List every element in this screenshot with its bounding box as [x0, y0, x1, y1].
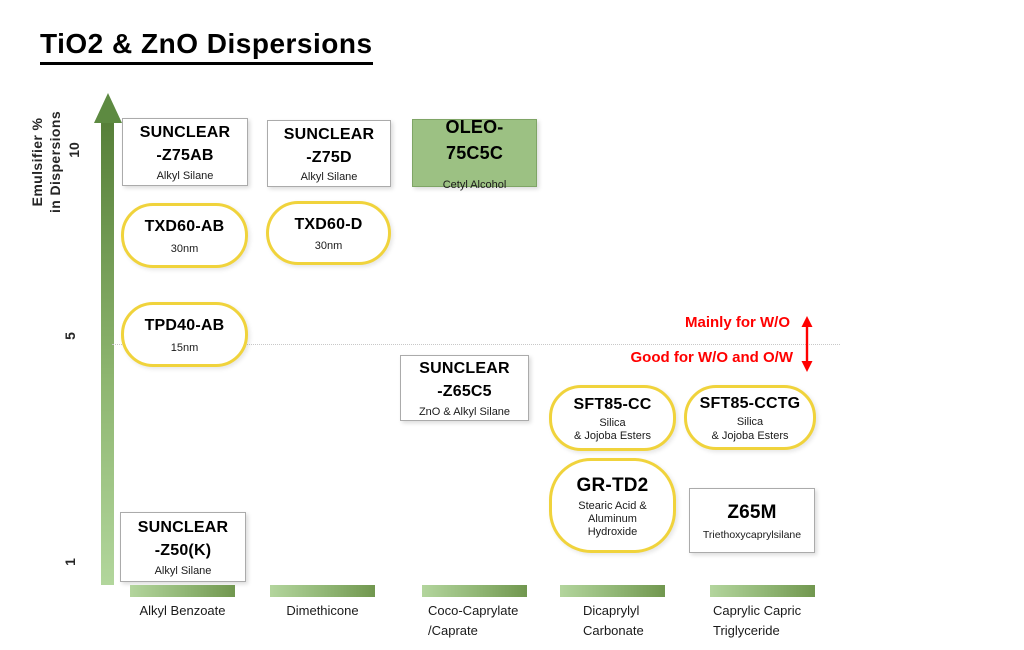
product-box-sft85-cctg: SFT85-CCTG Silica & Jojoba Esters	[684, 385, 816, 450]
y-axis-tick-5: 5	[62, 332, 78, 340]
product-box-sunclear-z65c5: SUNCLEAR -Z65C5 ZnO & Alkyl Silane	[400, 355, 529, 421]
product-name: SFT85-CC	[573, 395, 652, 413]
updown-arrow-icon	[801, 316, 813, 372]
x-axis-bar-caprylic-capric-triglyceride	[710, 585, 815, 597]
annotation-good-for-wo-ow: Good for W/O and O/W	[630, 349, 793, 366]
product-name: SUNCLEAR -Z50(K)	[137, 519, 229, 560]
product-name: SUNCLEAR -Z75AB	[139, 124, 231, 165]
product-particle-size: 30nm	[314, 240, 343, 252]
product-box-sft85-cc: SFT85-CC Silica & Jojoba Esters	[549, 385, 676, 451]
x-axis-label-caprylic-capric-triglyceride: Caprylic Capric Triglyceride	[713, 603, 802, 638]
product-box-oleo-75c5c: OLEO-75C5C Cetyl Alcohol	[412, 117, 537, 191]
product-ingredient: Alkyl Silane	[154, 564, 212, 577]
product-name: TXD60-D	[294, 215, 363, 233]
product-ingredient: Alkyl Silane	[156, 169, 214, 182]
product-ingredient: Stearic Acid & Aluminum Hydroxide	[578, 500, 647, 539]
product-ingredient: Cetyl Alcohol	[442, 179, 507, 191]
product-box-txd60-ab: TXD60-AB 30nm	[121, 203, 248, 268]
product-box-tpd40-ab: TPD40-AB 15nm	[121, 302, 248, 367]
product-box-gr-td2: GR-TD2 Stearic Acid & Aluminum Hydroxide	[549, 458, 676, 553]
product-box-z65m: Z65M Triethoxycaprylsilane	[689, 488, 815, 553]
product-ingredient: Silica & Jojoba Esters	[573, 416, 652, 443]
product-box-sunclear-z75ab: SUNCLEAR -Z75AB Alkyl Silane	[122, 118, 248, 186]
product-box-txd60-d: TXD60-D 30nm	[266, 201, 391, 265]
page-title: TiO2 & ZnO Dispersions	[40, 28, 373, 65]
x-axis-bar-alkyl-benzoate	[130, 585, 235, 597]
x-axis-bar-dicaprylyl-carbonate	[560, 585, 665, 597]
product-name: OLEO-75C5C	[445, 116, 504, 163]
x-axis-bar-coco-caprylate	[422, 585, 527, 597]
y-axis-arrowhead-icon	[94, 93, 122, 123]
x-axis-label-dicaprylyl-carbonate: Dicaprylyl Carbonate	[583, 603, 644, 638]
page-title-text: TiO2 & ZnO Dispersions	[40, 28, 373, 65]
product-name: SFT85-CCTG	[699, 395, 801, 413]
annotation-mainly-for-wo: Mainly for W/O	[685, 314, 790, 331]
y-axis-arrow	[101, 120, 114, 585]
x-axis-label-dimethicone: Dimethicone	[286, 603, 359, 618]
product-name: SUNCLEAR -Z65C5	[419, 360, 510, 401]
product-ingredient: Triethoxycaprylsilane	[702, 528, 802, 541]
product-name: SUNCLEAR -Z75D	[283, 125, 375, 166]
product-particle-size: 15nm	[170, 341, 199, 354]
reference-line-5pct	[112, 344, 840, 345]
x-axis-label-alkyl-benzoate: Alkyl Benzoate	[139, 603, 226, 618]
product-particle-size: 30nm	[170, 242, 199, 255]
x-axis-label-coco-caprylate: Coco-Caprylate /Caprate	[428, 603, 519, 638]
product-name: TXD60-AB	[144, 218, 225, 236]
product-name: Z65M	[727, 502, 777, 524]
product-box-sunclear-z75d: SUNCLEAR -Z75D Alkyl Silane	[267, 120, 391, 187]
product-name: TPD40-AB	[144, 317, 225, 335]
product-name: GR-TD2	[576, 474, 649, 496]
product-ingredient: Silica & Jojoba Esters	[711, 416, 789, 442]
product-ingredient: ZnO & Alkyl Silane	[418, 405, 511, 418]
y-axis-tick-1: 1	[62, 558, 78, 566]
x-axis-bar-dimethicone	[270, 585, 375, 597]
y-axis-tick-10: 10	[66, 142, 82, 158]
product-box-sunclear-z50k: SUNCLEAR -Z50(K) Alkyl Silane	[120, 512, 246, 582]
product-ingredient: Alkyl Silane	[300, 171, 358, 184]
